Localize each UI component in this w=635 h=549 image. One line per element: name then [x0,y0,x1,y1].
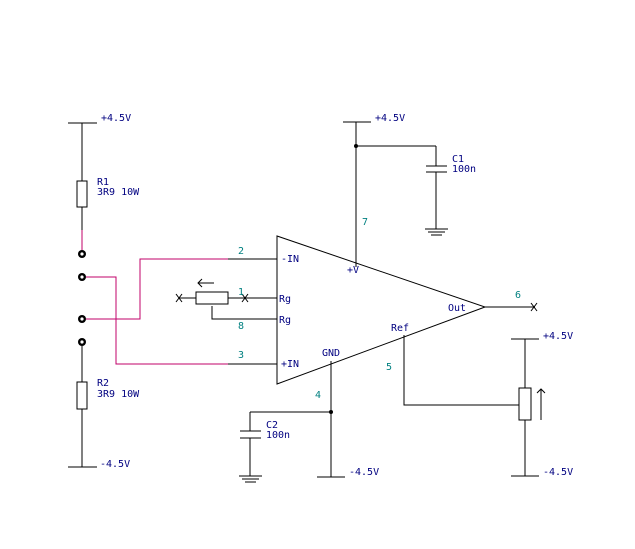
output [485,302,538,312]
lead-rg2 [211,306,277,320]
arrow-up-icon [536,388,546,394]
pin-number-7: 7 [362,217,368,228]
label-supply-r1-top: +4.5V [101,113,131,124]
label-pin-gnd: GND [322,348,340,359]
label-pin-rg2: Rg [279,315,291,326]
label-c1-ref: C1 [452,154,464,165]
pin-number-2: 2 [238,246,244,257]
potentiometer-body [195,291,229,305]
pin-number-8: 8 [238,321,244,332]
label-supply-r2-bottom: -4.5V [100,459,130,470]
label-r1-ref: R1 [97,177,109,188]
trimmer-potentiometer [518,387,532,421]
label-supply-pot-bottom: -4.5V [543,467,573,478]
pin-number-5: 5 [386,362,392,373]
signal-wires [86,258,228,365]
wire-ref [403,335,519,406]
pin-number-1: 1 [238,287,244,298]
label-c2-value: 100n [266,430,290,441]
label-c1-value: 100n [452,164,476,175]
wire-terminal3-to-in-minus [86,258,228,320]
label-pin-in-plus: +IN [281,359,299,370]
label-c2-ref: C2 [266,420,278,431]
wire-terminal2-to-in-plus [86,276,228,365]
r2-branch [68,346,97,468]
vplus-supply [343,121,448,267]
no-connect-out-icon [530,302,538,312]
label-supply-pot-top: +4.5V [543,331,573,342]
label-supply-vplus: +4.5V [375,113,405,124]
gain-potentiometer [175,278,249,305]
input-terminals [78,250,86,346]
resistor-r1 [76,180,88,208]
pin-number-6: 6 [515,290,521,301]
label-r1-value: 3R9 10W [97,187,140,198]
gnd-supply [239,361,345,483]
label-r2-ref: R2 [97,378,109,389]
pin-number-3: 3 [238,350,244,361]
label-pin-vplus: +V [347,265,359,276]
label-pin-out: Out [448,303,466,314]
amplifier-triangle [276,235,487,385]
pin-number-4: 4 [315,390,321,401]
r1-branch [68,122,97,253]
arrow-left-icon [197,278,203,288]
label-r2-value: 3R9 10W [97,389,140,400]
label-pin-in-minus: -IN [281,254,299,265]
no-connect-right-icon [241,293,249,303]
label-pin-rg1: Rg [279,294,291,305]
label-pin-ref: Ref [391,323,409,334]
ref-trimmer [403,335,546,477]
label-supply-gnd: -4.5V [349,467,379,478]
resistor-r2 [76,381,88,410]
